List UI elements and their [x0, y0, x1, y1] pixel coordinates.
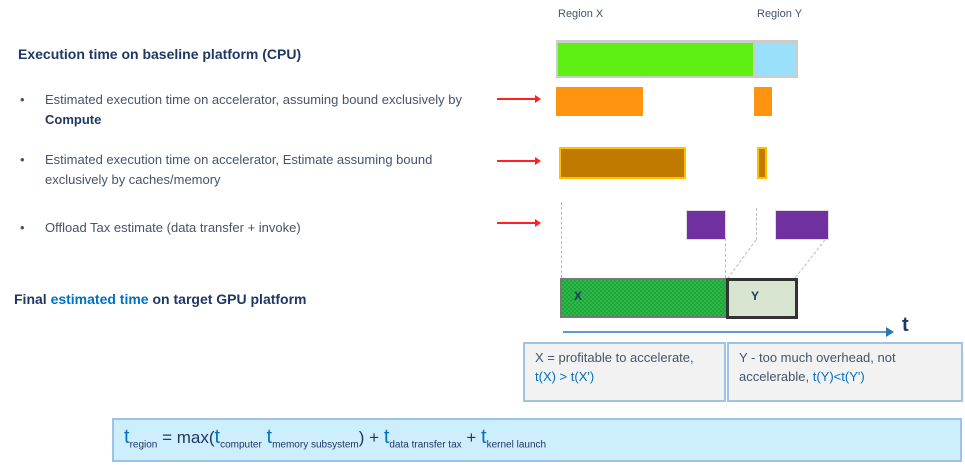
legend-y: Y - too much overhead, not accelerable, … [727, 342, 963, 402]
bullet-tax: Offload Tax estimate (data transfer + in… [45, 220, 301, 235]
formula-sub: kernel launch [486, 439, 547, 451]
final-highlight: estimated time [50, 291, 149, 307]
bullet-dot: • [20, 152, 25, 167]
red-arrow [497, 219, 541, 227]
cpu-bar-region-x [558, 43, 753, 76]
final-y-label: Y [751, 289, 760, 303]
baseline-title: Execution time on baseline platform (CPU… [18, 46, 302, 62]
guide-diagonals [727, 239, 826, 279]
formula-op: + [461, 428, 482, 447]
time-axis [563, 331, 889, 333]
final-bar-x: X [560, 278, 727, 318]
final-bar-y: Y [726, 278, 798, 319]
red-arrow [497, 157, 541, 165]
formula-sub: data transfer tax [389, 439, 462, 451]
tax-bar-y [775, 210, 829, 240]
bullet-memory: Estimated execution time on accelerator,… [45, 152, 433, 187]
formula-op: ) + [358, 428, 384, 447]
legend-x-text: X = profitable to accelerate, [535, 350, 694, 365]
memory-bar-y [757, 147, 767, 179]
tax-bar-x [686, 210, 726, 240]
formula-t: t [266, 426, 273, 448]
guide-line [725, 238, 726, 278]
legend-x: X = profitable to accelerate, t(X) > t(X… [523, 342, 726, 402]
guide-line [561, 202, 562, 278]
guide-line [756, 208, 757, 240]
legend-y-text: Y - too much overhead, not accelerable, [739, 350, 896, 384]
formula-sub: computer [220, 439, 262, 451]
formula-t: t [383, 426, 390, 448]
region-y-label: Region Y [757, 8, 803, 20]
formula-t: t [214, 426, 221, 448]
legend-y-formula: t(Y)<t(Y') [812, 369, 865, 384]
compute-bar-y [754, 87, 772, 116]
final-suffix: on target GPU platform [148, 291, 307, 307]
cpu-bar-region-y [756, 43, 796, 76]
formula-box: tregion = max(tcomputer tmemory subsyste… [112, 418, 962, 462]
bullet-compute: Estimated execution time on accelerator,… [45, 90, 495, 130]
bullet-dot: • [20, 92, 25, 107]
formula-sub: memory subsystem [272, 439, 359, 451]
formula-sub: region [129, 439, 158, 451]
formula-op: = max( [157, 428, 215, 447]
axis-arrowhead-icon [886, 327, 894, 337]
bullet-text: Estimated execution time on accelerator,… [45, 92, 462, 107]
compute-bar-x [556, 87, 643, 116]
bullet-bold: Compute [45, 112, 102, 127]
final-prefix: Final [14, 291, 51, 307]
memory-bar-x [559, 147, 686, 179]
formula-t: t [481, 426, 487, 448]
formula-t: t [124, 426, 130, 448]
final-x-label: X [574, 289, 583, 303]
legend-x-formula: t(X) > t(X') [535, 369, 595, 384]
region-x-label: Region X [558, 8, 604, 20]
bullet-dot: • [20, 220, 25, 235]
axis-label: t [902, 314, 909, 336]
final-title: Final estimated time on target GPU platf… [14, 291, 307, 307]
red-arrow [497, 95, 541, 103]
